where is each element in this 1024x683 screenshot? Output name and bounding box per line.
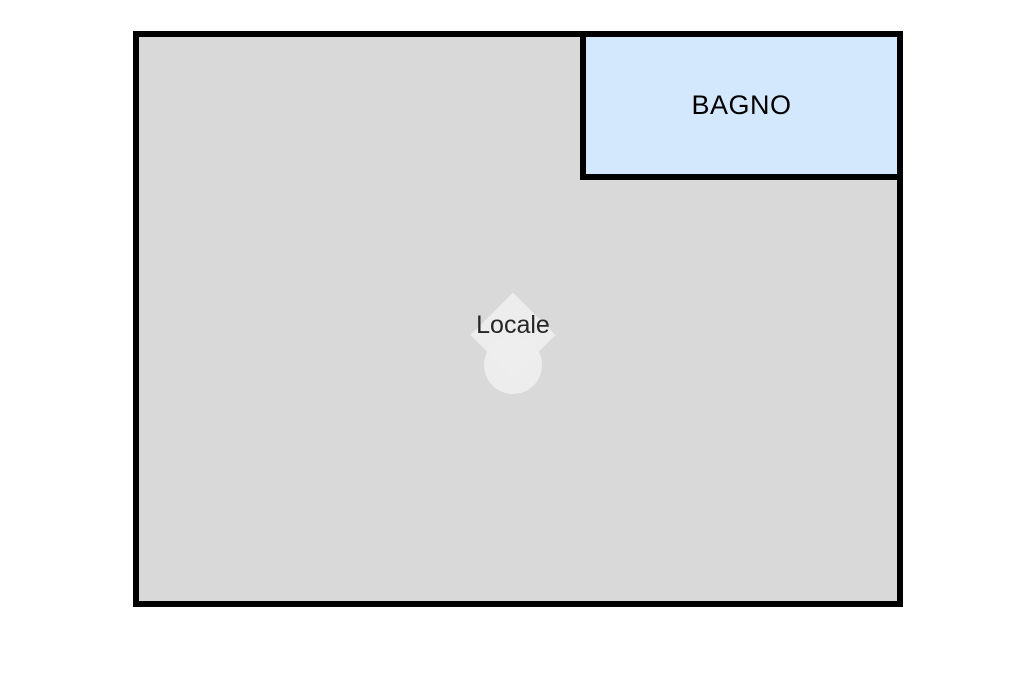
room-label-locale: Locale — [476, 310, 550, 339]
room-label-bagno: BAGNO — [691, 90, 792, 120]
room-bagno[interactable] — [580, 31, 903, 180]
